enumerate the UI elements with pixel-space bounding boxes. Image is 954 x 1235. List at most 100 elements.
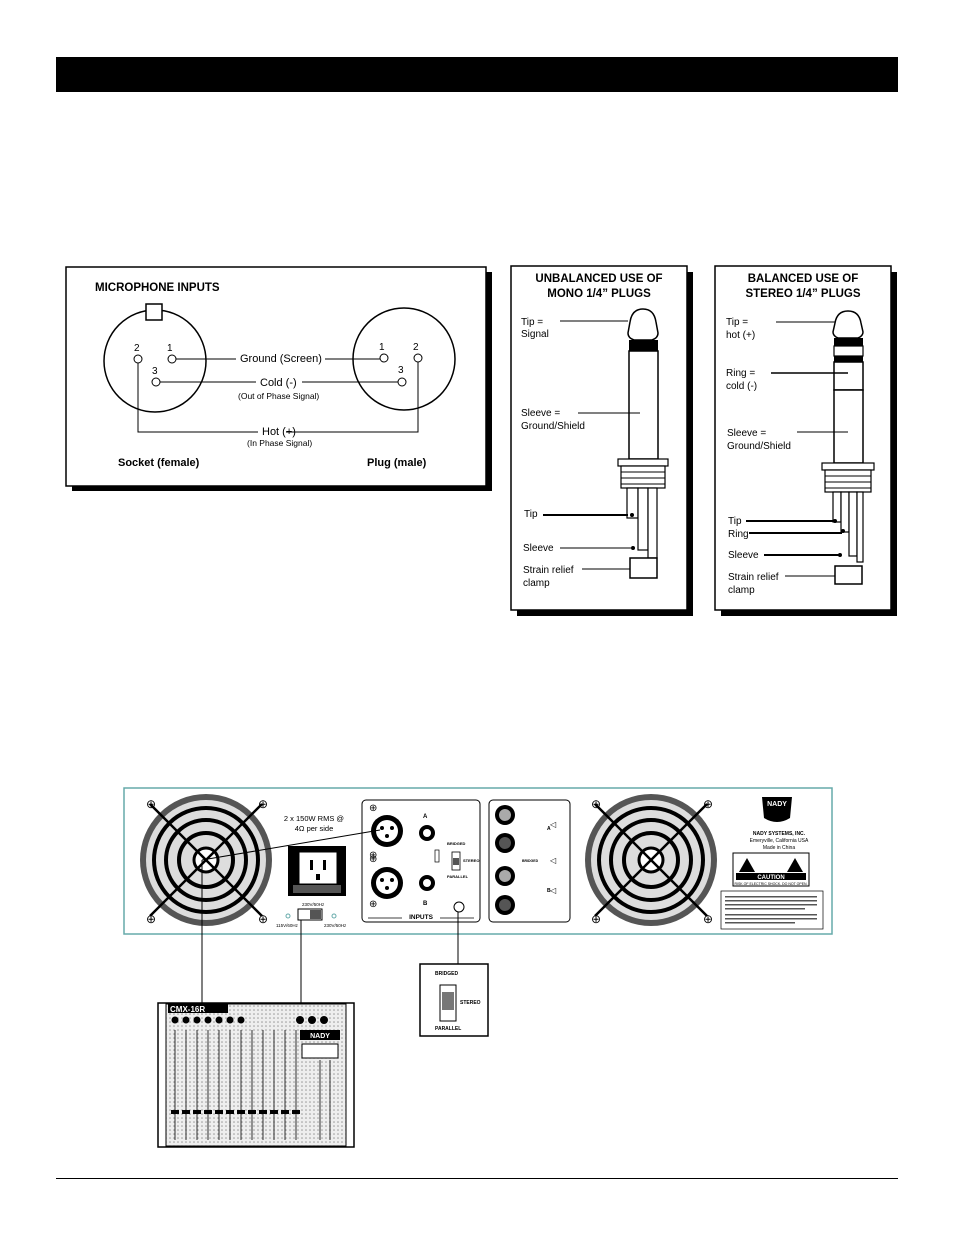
svg-text:NADY SYSTEMS, INC.: NADY SYSTEMS, INC. <box>753 831 806 837</box>
plug-pin-1 <box>379 353 389 363</box>
screw-icon: ⊕ <box>369 854 377 865</box>
xlr-input-b <box>371 867 403 899</box>
screw-icon: ⊕ <box>258 912 268 926</box>
svg-text:STEREO: STEREO <box>460 1000 481 1006</box>
screw-icon: ⊕ <box>703 797 713 811</box>
svg-text:Tip =: Tip = <box>521 317 543 328</box>
mixer: CMX-16R NADY <box>157 1002 355 1148</box>
socket-label: Socket (female) <box>118 457 200 469</box>
left-fan: ⊕ ⊕ ⊕ ⊕ <box>140 794 272 926</box>
svg-text:B: B <box>423 901 428 907</box>
screw-icon: ⊕ <box>369 850 377 861</box>
svg-text:Tip: Tip <box>524 509 538 520</box>
svg-text:3: 3 <box>398 365 404 376</box>
svg-text:cold (-): cold (-) <box>726 381 757 392</box>
connection-line <box>201 829 381 861</box>
plug-pin-2 <box>413 353 423 363</box>
svg-text:2: 2 <box>134 343 140 354</box>
screw-icon: ⊕ <box>591 912 601 926</box>
svg-text:1: 1 <box>167 343 173 354</box>
screw-icon: ⊕ <box>146 912 156 926</box>
speaker-icon: ◁ <box>550 820 557 829</box>
speaker-icon: ◁ <box>550 856 557 865</box>
header-bar <box>56 57 898 92</box>
svg-text:4Ω per side: 4Ω per side <box>295 824 334 833</box>
svg-text:BALANCED USE OF: BALANCED USE OF <box>748 273 859 285</box>
svg-text:Emeryville, California USA: Emeryville, California USA <box>750 838 809 844</box>
svg-text:MONO 1/4” PLUGS: MONO 1/4” PLUGS <box>547 288 651 300</box>
svg-text:Tip: Tip <box>728 516 742 527</box>
svg-text:BRIDGED: BRIDGED <box>447 841 466 846</box>
amplifier-rear-panel: ⊕ ⊕ ⊕ ⊕ 2 x 150W RMS @ 4Ω per side 230V/… <box>123 787 833 935</box>
svg-text:Sleeve: Sleeve <box>728 550 759 561</box>
svg-text:INPUTS: INPUTS <box>409 914 434 921</box>
screw-icon: ⊕ <box>591 797 601 811</box>
svg-text:Sleeve =: Sleeve = <box>727 428 766 439</box>
svg-text:hot (+): hot (+) <box>726 330 755 341</box>
svg-text:Ground/Shield: Ground/Shield <box>521 421 585 432</box>
svg-text:Ground/Shield: Ground/Shield <box>727 441 791 452</box>
screw-icon: ⊕ <box>369 803 377 814</box>
svg-text:2 x 150W RMS @: 2 x 150W RMS @ <box>284 814 344 823</box>
svg-text:Sleeve: Sleeve <box>523 543 554 554</box>
svg-text:BRIDGED: BRIDGED <box>522 859 539 863</box>
mode-switch-detail: BRIDGED STEREO PARALLEL <box>419 963 489 1037</box>
screw-icon: ⊕ <box>703 912 713 926</box>
plug-label: Plug (male) <box>367 457 427 469</box>
svg-text:(In Phase Signal): (In Phase Signal) <box>247 438 312 448</box>
xlr-socket <box>103 309 207 413</box>
svg-text:STEREO 1/4” PLUGS: STEREO 1/4” PLUGS <box>745 288 860 300</box>
socket-pin-1 <box>167 354 177 364</box>
svg-text:Ring: Ring <box>728 529 749 540</box>
mono-plug-panel: UNBALANCED USE OF MONO 1/4” PLUGS Tip = … <box>510 265 693 616</box>
socket-pin-3 <box>151 377 161 387</box>
footer-rule <box>56 1178 898 1179</box>
xlr-input-a <box>371 815 403 847</box>
svg-text:Strain relief: Strain relief <box>523 565 574 576</box>
svg-text:Ring =: Ring = <box>726 368 755 379</box>
screw-icon: ⊕ <box>146 797 156 811</box>
mic-panel: MICROPHONE INPUTS 2 1 3 1 2 3 Ground (Sc… <box>65 266 492 491</box>
svg-text:BRIDGED: BRIDGED <box>435 971 458 977</box>
svg-text:2: 2 <box>413 342 419 353</box>
svg-text:Strain relief: Strain relief <box>728 572 779 583</box>
stereo-plug-panel: BALANCED USE OF STEREO 1/4” PLUGS Tip = … <box>714 265 897 616</box>
svg-text:230V/50Hz: 230V/50Hz <box>302 902 325 907</box>
svg-text:Tip =: Tip = <box>726 317 748 328</box>
mic-title: MICROPHONE INPUTS <box>95 282 220 294</box>
svg-text:STEREO: STEREO <box>463 858 479 863</box>
nady-logo <box>762 797 792 822</box>
socket-key <box>145 303 163 321</box>
hot-label: Hot (+) <box>262 426 296 438</box>
svg-text:RISK OF ELECTRIC SHOCK. DO NOT: RISK OF ELECTRIC SHOCK. DO NOT OPEN. <box>734 882 807 886</box>
right-fan: ⊕ ⊕ ⊕ ⊕ <box>585 794 717 926</box>
svg-text:CMX-16R: CMX-16R <box>170 1005 205 1014</box>
svg-text:UNBALANCED USE OF: UNBALANCED USE OF <box>535 273 662 285</box>
cold-label: Cold (-) <box>260 377 297 389</box>
screw-icon: ⊕ <box>258 797 268 811</box>
ground-label: Ground (Screen) <box>240 353 322 365</box>
screw-icon: ⊕ <box>369 899 377 910</box>
svg-text:B: B <box>547 888 551 894</box>
svg-text:115V/60Hz: 115V/60Hz <box>276 923 299 928</box>
svg-text:PARALLEL: PARALLEL <box>435 1026 461 1032</box>
svg-text:Sleeve =: Sleeve = <box>521 408 560 419</box>
svg-text:NADY: NADY <box>767 801 787 808</box>
svg-text:230V/50Hz: 230V/50Hz <box>324 923 347 928</box>
svg-text:NADY: NADY <box>310 1033 330 1040</box>
svg-text:clamp: clamp <box>523 578 550 589</box>
speaker-icon: ◁ <box>550 886 557 895</box>
svg-text:Made in China: Made in China <box>763 845 795 851</box>
svg-text:PARALLEL: PARALLEL <box>447 874 469 879</box>
svg-text:clamp: clamp <box>728 585 755 596</box>
svg-text:(Out of Phase Signal): (Out of Phase Signal) <box>238 391 319 401</box>
svg-text:1: 1 <box>379 342 385 353</box>
svg-text:CAUTION: CAUTION <box>757 875 784 881</box>
socket-pin-2 <box>133 354 143 364</box>
svg-text:A: A <box>423 814 428 820</box>
svg-text:A: A <box>547 826 551 832</box>
speaker-terminals <box>495 805 515 915</box>
svg-text:Signal: Signal <box>521 329 549 340</box>
svg-text:3: 3 <box>152 366 158 377</box>
